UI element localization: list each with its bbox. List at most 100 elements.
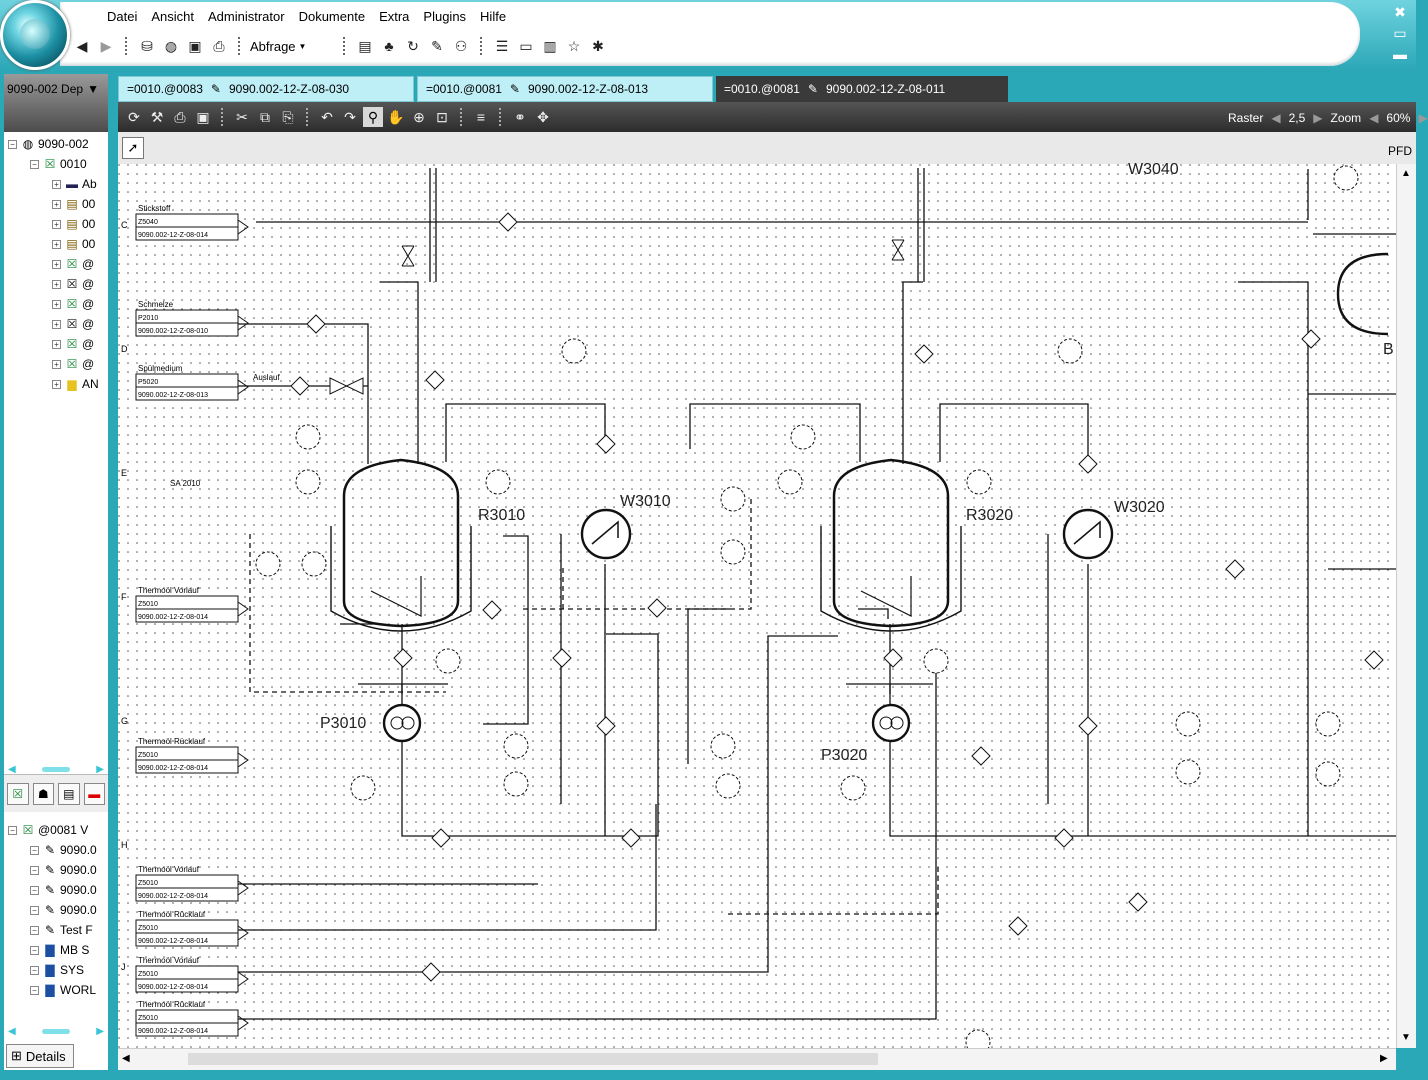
tab-document-3[interactable]: =0010.@0081✎9090.002-12-Z-08-011 <box>716 76 1008 102</box>
expand-icon[interactable]: + <box>52 179 61 189</box>
tree-node[interactable]: −✎9090.0 <box>8 860 108 880</box>
collapse-icon[interactable]: − <box>30 885 39 895</box>
collapse-icon[interactable]: − <box>30 985 39 995</box>
redo-icon[interactable]: ↷ <box>344 108 356 125</box>
save-icon[interactable]: ▣ <box>196 108 210 125</box>
paste-icon[interactable]: ⎘ <box>282 108 294 125</box>
collapse-icon[interactable]: − <box>30 845 39 855</box>
tree-node[interactable]: −▇MB S <box>8 940 108 960</box>
tree-node[interactable]: +☒@ <box>8 254 108 274</box>
tree-node[interactable]: −✎Test F <box>8 920 108 940</box>
scroll-right-icon[interactable]: ▶ <box>1380 1053 1388 1064</box>
print-icon[interactable]: ⎙ <box>213 37 225 54</box>
expand-icon[interactable]: + <box>52 359 61 369</box>
expand-icon[interactable]: + <box>52 239 61 249</box>
collapse-icon[interactable]: − <box>30 965 39 975</box>
scroll-left-icon[interactable]: ◀ <box>8 1025 16 1037</box>
expand-icon[interactable]: + <box>52 379 61 389</box>
close-icon[interactable]: ✖ <box>1394 4 1406 20</box>
details-tab[interactable]: ⊞Details <box>6 1044 74 1068</box>
tree-node[interactable]: −☒@0081 V <box>8 820 108 840</box>
scroll-down-icon[interactable]: ▼ <box>1401 1032 1411 1043</box>
star-icon[interactable]: ☆ <box>567 37 581 54</box>
expand-icon[interactable]: + <box>52 219 61 229</box>
tree-node[interactable]: +☒@ <box>8 314 108 334</box>
menu-item-extra[interactable]: Extra <box>379 9 410 24</box>
undo-icon[interactable]: ↶ <box>321 108 333 125</box>
canvas-horizontal-scrollbar[interactable]: ◀ ▶ <box>118 1048 1396 1070</box>
globe-icon[interactable]: ◍ <box>164 37 178 54</box>
cut-icon[interactable]: ✂ <box>236 108 248 125</box>
zoom-value[interactable]: 60% <box>1386 111 1411 125</box>
tree-node[interactable]: −✎9090.0 <box>8 840 108 860</box>
copy-icon[interactable]: ⧉ <box>260 108 270 125</box>
collapse-icon[interactable]: − <box>30 865 39 875</box>
expand-icon[interactable]: + <box>52 299 61 309</box>
move-icon[interactable]: ✥ <box>537 108 549 125</box>
collapse-icon[interactable]: − <box>8 825 17 835</box>
layers-icon[interactable]: ≡ <box>476 109 486 125</box>
scroll-up-icon[interactable]: ▲ <box>1401 168 1411 179</box>
tree-node[interactable]: +▤00 <box>8 214 108 234</box>
collapse-icon[interactable]: − <box>30 925 39 935</box>
select-pointer-icon[interactable]: ➚ <box>122 137 144 159</box>
menu-item-plugins[interactable]: Plugins <box>423 9 467 24</box>
zoom-fit-icon[interactable]: ⊡ <box>436 108 448 125</box>
tree-node[interactable]: −▇SYS <box>8 960 108 980</box>
raster-increase-icon[interactable]: ▶ <box>1313 111 1323 125</box>
tree-node[interactable]: +☒@ <box>8 294 108 314</box>
columns-icon[interactable]: ▥ <box>543 37 557 54</box>
tree-node[interactable]: +☒@ <box>8 334 108 354</box>
scroll-left-icon[interactable]: ◀ <box>8 763 16 775</box>
zoom-decrease-icon[interactable]: ◀ <box>1369 111 1379 125</box>
tree-node[interactable]: +▤00 <box>8 194 108 214</box>
tree-icon[interactable]: ♣ <box>384 38 394 54</box>
document-icon[interactable]: ▤ <box>58 783 80 805</box>
lock-icon[interactable]: ☗ <box>32 783 54 805</box>
scroll-right-icon[interactable]: ▶ <box>96 763 104 775</box>
menu-item-ansicht[interactable]: Ansicht <box>151 9 194 24</box>
print-icon[interactable]: ⎙ <box>174 108 186 125</box>
edit-icon[interactable]: ✎ <box>431 37 443 54</box>
canvas-vertical-scrollbar[interactable]: ▲ ▼ <box>1396 164 1416 1048</box>
tab-document-1[interactable]: =0010.@0083✎9090.002-12-Z-08-030 <box>118 76 414 102</box>
plugin-icon[interactable]: ✱ <box>592 37 604 54</box>
expand-icon[interactable]: + <box>52 279 61 289</box>
scroll-thumb[interactable] <box>188 1053 878 1065</box>
expand-icon[interactable]: + <box>52 319 61 329</box>
app-logo-globe-icon[interactable] <box>0 0 70 70</box>
refresh-icon[interactable]: ↻ <box>407 37 419 54</box>
raster-value[interactable]: 2,5 <box>1288 111 1306 125</box>
expand-icon[interactable]: + <box>52 339 61 349</box>
stack-icon[interactable]: ▤ <box>358 37 372 54</box>
expand-icon[interactable]: + <box>52 259 61 269</box>
menu-item-administrator[interactable]: Administrator <box>208 9 285 24</box>
refresh-icon[interactable]: ⟳ <box>128 108 140 125</box>
database-icon[interactable]: ⛁ <box>141 37 153 54</box>
menu-item-dokumente[interactable]: Dokumente <box>298 9 366 24</box>
tree-node[interactable]: +☒@ <box>8 354 108 374</box>
collapse-icon[interactable]: − <box>30 905 39 915</box>
tree-node[interactable]: −◍9090-002 <box>8 134 108 154</box>
maximize-icon[interactable]: ▭ <box>1393 25 1407 41</box>
save-icon[interactable]: ▣ <box>188 37 202 54</box>
tree-node[interactable]: −☒0010 <box>8 154 108 174</box>
scroll-left-icon[interactable]: ◀ <box>122 1053 130 1064</box>
object-icon[interactable]: ☒ <box>7 783 29 805</box>
tree-node[interactable]: −▇WORL <box>8 980 108 1000</box>
binoculars-icon[interactable]: ⚇ <box>454 37 468 54</box>
expand-icon[interactable]: + <box>52 199 61 209</box>
zoom-icon[interactable]: ⚲ <box>363 107 383 127</box>
restore-icon[interactable]: ▬ <box>1393 46 1407 62</box>
pan-hand-icon[interactable]: ✋ <box>387 108 405 125</box>
tab-document-2[interactable]: =0010.@0081✎9090.002-12-Z-08-013 <box>417 76 713 102</box>
collapse-icon[interactable]: − <box>8 139 17 149</box>
zoom-increase-icon[interactable]: ▶ <box>1418 111 1428 125</box>
tree-node[interactable]: +▆AN <box>8 374 108 394</box>
raster-decrease-icon[interactable]: ◀ <box>1271 111 1281 125</box>
tree-node[interactable]: +▬Ab <box>8 174 108 194</box>
department-selector[interactable]: 9090-002 Dep▼ <box>4 74 108 132</box>
menu-item-datei[interactable]: Datei <box>107 9 138 24</box>
window-icon[interactable]: ▭ <box>519 37 533 54</box>
